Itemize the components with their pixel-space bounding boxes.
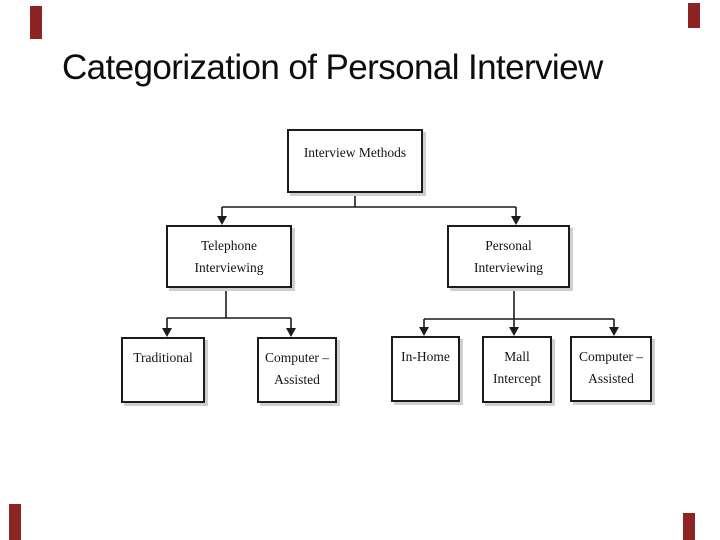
node-computer-assisted-personal: Computer – Assisted bbox=[570, 336, 652, 402]
node-interview-methods: Interview Methods bbox=[287, 129, 423, 193]
connector-level-2-right bbox=[423, 288, 615, 327]
node-label: In-Home bbox=[401, 349, 450, 364]
node-mall-intercept: Mall Intercept bbox=[482, 336, 552, 403]
accent-bar-top-right bbox=[688, 3, 700, 28]
arrowheads-level-2-left bbox=[162, 328, 296, 337]
node-personal-interviewing: Personal Interviewing bbox=[447, 225, 570, 288]
node-label: Interviewing bbox=[474, 260, 543, 275]
node-label: Telephone bbox=[200, 238, 258, 253]
accent-bar-bottom-right bbox=[683, 513, 695, 540]
node-computer-assisted-telephone: Computer – Assisted bbox=[257, 337, 337, 403]
node-label: Intercept bbox=[493, 371, 541, 386]
node-in-home: In-Home bbox=[391, 336, 460, 402]
node-label: Personal bbox=[485, 238, 532, 253]
arrowheads-level-1 bbox=[217, 216, 521, 225]
connector-level-2-left bbox=[166, 288, 292, 329]
node-label: Assisted bbox=[588, 371, 634, 386]
node-label: Interview Methods bbox=[303, 145, 407, 160]
connector-level-1 bbox=[221, 193, 517, 217]
node-label: Traditional bbox=[133, 350, 193, 365]
node-label: Assisted bbox=[274, 372, 320, 387]
node-label: Mall bbox=[504, 349, 530, 364]
node-telephone-interviewing: Telephone Interviewing bbox=[166, 225, 292, 288]
accent-bar-bottom-left bbox=[9, 504, 21, 540]
accent-bar-top-left bbox=[30, 6, 42, 39]
arrowheads-level-2-right bbox=[419, 327, 619, 336]
node-label: Computer – bbox=[578, 349, 644, 364]
node-traditional: Traditional bbox=[121, 337, 205, 403]
page-title: Categorization of Personal Interview bbox=[62, 48, 603, 87]
node-label: Interviewing bbox=[194, 260, 264, 275]
node-label: Computer – bbox=[264, 350, 330, 365]
